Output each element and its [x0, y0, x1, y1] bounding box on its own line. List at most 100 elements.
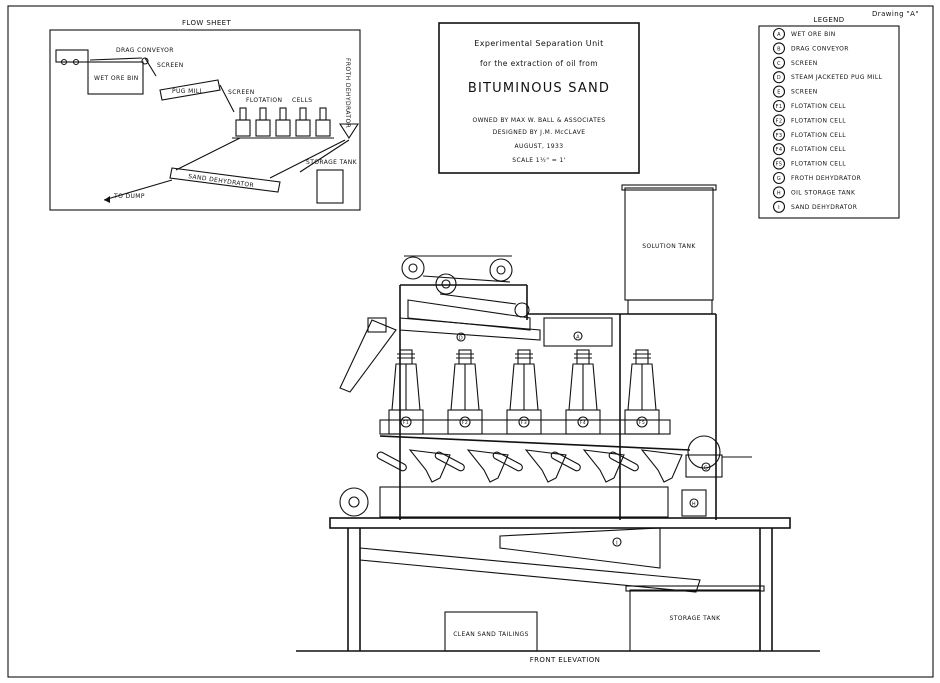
fs-storage-tank-shape — [316, 169, 344, 204]
cell-label: F1 — [403, 420, 409, 426]
legend-item-label: FROTH DEHYDRATOR — [791, 175, 861, 182]
legend-key-circle — [772, 85, 786, 98]
chute — [492, 451, 523, 472]
flow-sheet-frame — [49, 29, 361, 211]
legend: LEGEND A WET ORE BIN B DRAG CONVEYOR C SCREEN… — [758, 16, 900, 219]
sand-dehydrator-shape — [169, 167, 281, 193]
cell-label: F5 — [639, 420, 645, 426]
legend-key-circle — [772, 56, 786, 69]
hopper — [640, 449, 683, 483]
cell-label: F2 — [462, 420, 468, 426]
legend-item-label: FLOTATION CELL — [791, 103, 846, 110]
marker-g: G — [704, 466, 708, 472]
legend-item-label: FLOTATION CELL — [791, 132, 846, 139]
legend-key: D — [777, 75, 781, 81]
chute — [608, 451, 639, 472]
hoppers — [376, 449, 683, 483]
wet-ore-bin-shape — [87, 61, 144, 95]
fs-flotation: FLOTATION — [246, 97, 282, 104]
title-scale: SCALE 1½" = 1' — [512, 157, 565, 164]
legend-key-circle — [772, 99, 786, 113]
legend-item-label: SCREEN — [791, 60, 818, 67]
clean-sand-tailings-bin — [444, 611, 538, 652]
fs-screen-2: SCREEN — [228, 89, 255, 96]
fs-to-dump: TO DUMP — [113, 193, 145, 200]
flotation-cell: F3 — [506, 349, 542, 435]
legend-key: E — [777, 90, 781, 96]
fs-cells-group — [232, 107, 334, 139]
flow-sheet-title: FLOW SHEET — [182, 19, 231, 27]
flotation-cell: F4 — [565, 349, 601, 435]
legend-key-circle — [772, 128, 786, 141]
legend-key: F3 — [776, 133, 783, 139]
title-owned: OWNED BY MAX W. BALL & ASSOCIATES — [472, 117, 605, 124]
legend-item-label: WET ORE BIN — [791, 31, 836, 38]
legend-item-label: FLOTATION CELL — [791, 117, 846, 124]
legend-key-circle — [772, 71, 786, 84]
lower-pulley — [339, 487, 369, 517]
legend-key: G — [777, 176, 781, 182]
ore-truck-shape — [55, 49, 89, 63]
storage-tank-label: STORAGE TANK — [670, 615, 722, 622]
title-line1: Experimental Separation Unit — [474, 39, 603, 48]
legend-item-label: OIL STORAGE TANK — [791, 189, 856, 196]
fs-cells: CELLS — [292, 97, 312, 104]
chute — [550, 451, 581, 472]
legend-key-circle — [772, 42, 786, 55]
solution-tank-label: SOLUTION TANK — [642, 243, 696, 250]
fs-drag-conveyor: DRAG CONVEYOR — [116, 47, 174, 54]
froth-dehydrator-drum — [687, 435, 721, 469]
marker-a: A — [576, 335, 580, 341]
legend-key: I — [778, 205, 780, 211]
legend-key-circle — [772, 200, 786, 213]
fs-storage-tank: STORAGE TANK — [306, 159, 358, 166]
marker-h: H — [692, 502, 696, 508]
flotation-cell: F5 — [624, 349, 660, 435]
sand-dehydrator-elevation — [359, 547, 701, 593]
legend-key: A — [777, 32, 781, 38]
storage-tank-elevation — [629, 589, 761, 652]
title-block-frame — [438, 22, 640, 174]
marker-d: D — [459, 336, 463, 342]
legend-key: F5 — [776, 162, 783, 168]
front-elevation-label: FRONT ELEVATION — [530, 656, 601, 664]
flow-sheet: FLOW SHEET DRAG CONVEYOR WET ORE BIN SCR… — [49, 19, 361, 211]
legend-item-label: STEAM JACKETED PUG MILL — [791, 74, 883, 81]
flotation-cells: F1 F2 F3 F4 F5 — [388, 349, 660, 435]
fs-screen-1: SCREEN — [157, 62, 184, 69]
clean-sand-tailings-label: CLEAN SAND TAILINGS — [453, 631, 529, 638]
fs-sand-dehydrator: SAND DEHYDRATOR — [188, 173, 255, 189]
legend-key-circle — [772, 114, 786, 127]
front-elevation: SOLUTION TANK D A F1 F2 F3 F4 F5 — [296, 184, 820, 664]
drag-conveyor-elevation — [339, 319, 397, 393]
oil-storage-tank-elevation — [681, 489, 707, 517]
wet-ore-bin-elevation — [543, 317, 613, 347]
legend-key-circle — [772, 157, 786, 170]
legend-items: A WET ORE BIN B DRAG CONVEYOR C SCREEN D STEAM … — [772, 27, 883, 213]
legend-item-label: DRAG CONVEYOR — [791, 45, 849, 52]
legend-item-label: SCREEN — [791, 89, 818, 96]
legend-key: C — [777, 61, 781, 67]
cell-label: F4 — [580, 420, 586, 426]
legend-key-circle — [772, 143, 786, 156]
legend-key-circle — [772, 171, 786, 185]
main-table — [329, 517, 791, 529]
cell-label: F3 — [521, 420, 527, 426]
drawing-label: Drawing "A" — [872, 10, 919, 18]
flotation-cell: F1 — [388, 349, 424, 435]
legend-frame — [758, 25, 900, 219]
title-block: Experimental Separation Unit for the ext… — [438, 22, 640, 174]
legend-key: B — [777, 46, 781, 52]
pug-mill-shape — [159, 79, 221, 101]
legend-title: LEGEND — [813, 16, 844, 24]
flotation-cell: F2 — [447, 349, 483, 435]
chute — [376, 451, 407, 472]
title-designed: DESIGNED BY J.M. McCLAVE — [493, 129, 586, 136]
froth-dehydrator-shape — [338, 123, 360, 140]
legend-item-label: FLOTATION CELL — [791, 146, 846, 153]
chute — [434, 451, 465, 472]
sheet-border — [7, 5, 934, 678]
title-date: AUGUST, 1933 — [515, 143, 564, 150]
fs-froth-dehydrator: FROTH DEHYDRATOR — [344, 58, 351, 128]
